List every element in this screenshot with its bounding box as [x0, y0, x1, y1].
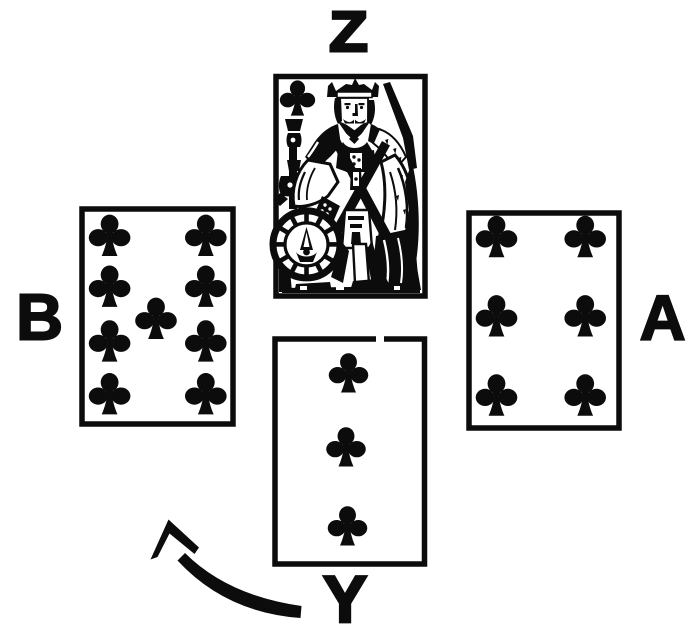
svg-text:B: B — [16, 281, 63, 354]
svg-text:A: A — [639, 282, 685, 354]
svg-text:Z: Z — [329, 0, 368, 64]
svg-text:Y: Y — [323, 562, 367, 636]
